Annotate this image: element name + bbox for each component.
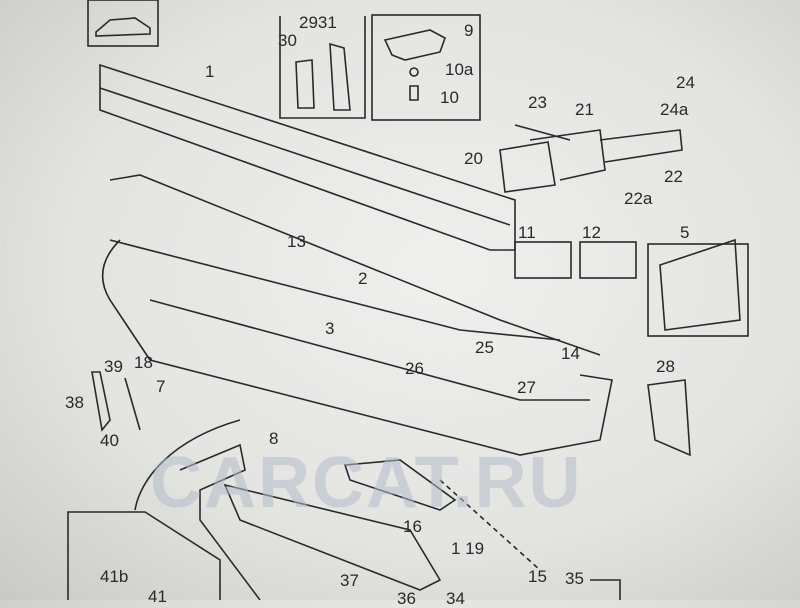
callout-34: 34 xyxy=(446,589,465,608)
callout-5: 5 xyxy=(680,223,690,242)
spoiler-part xyxy=(179,443,442,600)
callout-12: 12 xyxy=(582,223,601,242)
callout-22a: 22a xyxy=(624,189,653,208)
bracket-20-21 xyxy=(499,124,683,193)
callout-15: 15 xyxy=(528,567,547,586)
inset-box-35 xyxy=(590,579,621,600)
callout-9: 9 xyxy=(464,21,474,40)
callout-1: 1 xyxy=(205,62,215,81)
callout-37: 37 xyxy=(340,571,359,590)
callout-18: 18 xyxy=(134,353,153,372)
callout-8: 8 xyxy=(269,429,279,448)
inset-box-12 xyxy=(579,241,637,279)
callout-24a: 24a xyxy=(660,100,689,119)
callout-25: 25 xyxy=(475,338,494,357)
callout-27: 27 xyxy=(517,378,536,397)
bracket-38-40 xyxy=(91,371,141,432)
callout-28: 28 xyxy=(656,357,675,376)
callout-26: 26 xyxy=(405,359,424,378)
bracket-16 xyxy=(343,459,457,511)
callout-10a: 10a xyxy=(445,60,474,79)
callout-40: 40 xyxy=(100,431,119,450)
callout-11: 11 xyxy=(518,223,536,242)
callout-41b: 41b xyxy=(100,567,129,586)
callout-23: 23 xyxy=(528,93,547,112)
callout-38: 38 xyxy=(65,393,84,412)
side-marker-28 xyxy=(647,379,691,457)
callout-36: 36 xyxy=(397,589,416,608)
callout-35: 35 xyxy=(565,569,584,588)
bumper-cover-3 xyxy=(101,174,613,456)
callout-30: 30 xyxy=(278,31,297,50)
callout-41: 41 xyxy=(148,587,167,606)
inset-box-5 xyxy=(647,238,749,337)
callout-39: 39 xyxy=(104,357,123,376)
inset-box-41 xyxy=(67,511,221,600)
bumper-beam-1 xyxy=(99,63,516,251)
callout-119: 1 19 xyxy=(451,539,485,558)
inset-box-11 xyxy=(514,241,572,279)
inset-box-30-31 xyxy=(279,16,366,119)
callout-14: 14 xyxy=(561,344,580,363)
car-thumbnail-box xyxy=(87,0,159,47)
callout-22: 22 xyxy=(664,167,683,186)
callout-24: 24 xyxy=(676,73,695,92)
callout-21: 21 xyxy=(575,100,594,119)
inset-box-9-10 xyxy=(371,14,481,121)
callout-2931: 2931 xyxy=(299,13,337,32)
callout-16: 16 xyxy=(403,517,422,536)
dashed-guide xyxy=(439,479,541,571)
leader-line-curve xyxy=(134,419,241,511)
watermark: CARCAT.RU xyxy=(150,443,583,523)
callout-2: 2 xyxy=(358,269,368,288)
callout-10: 10 xyxy=(440,88,459,107)
callout-13: 13 xyxy=(287,232,306,251)
callout-20: 20 xyxy=(464,149,483,168)
callout-7: 7 xyxy=(156,377,166,396)
callout-3: 3 xyxy=(325,319,335,338)
